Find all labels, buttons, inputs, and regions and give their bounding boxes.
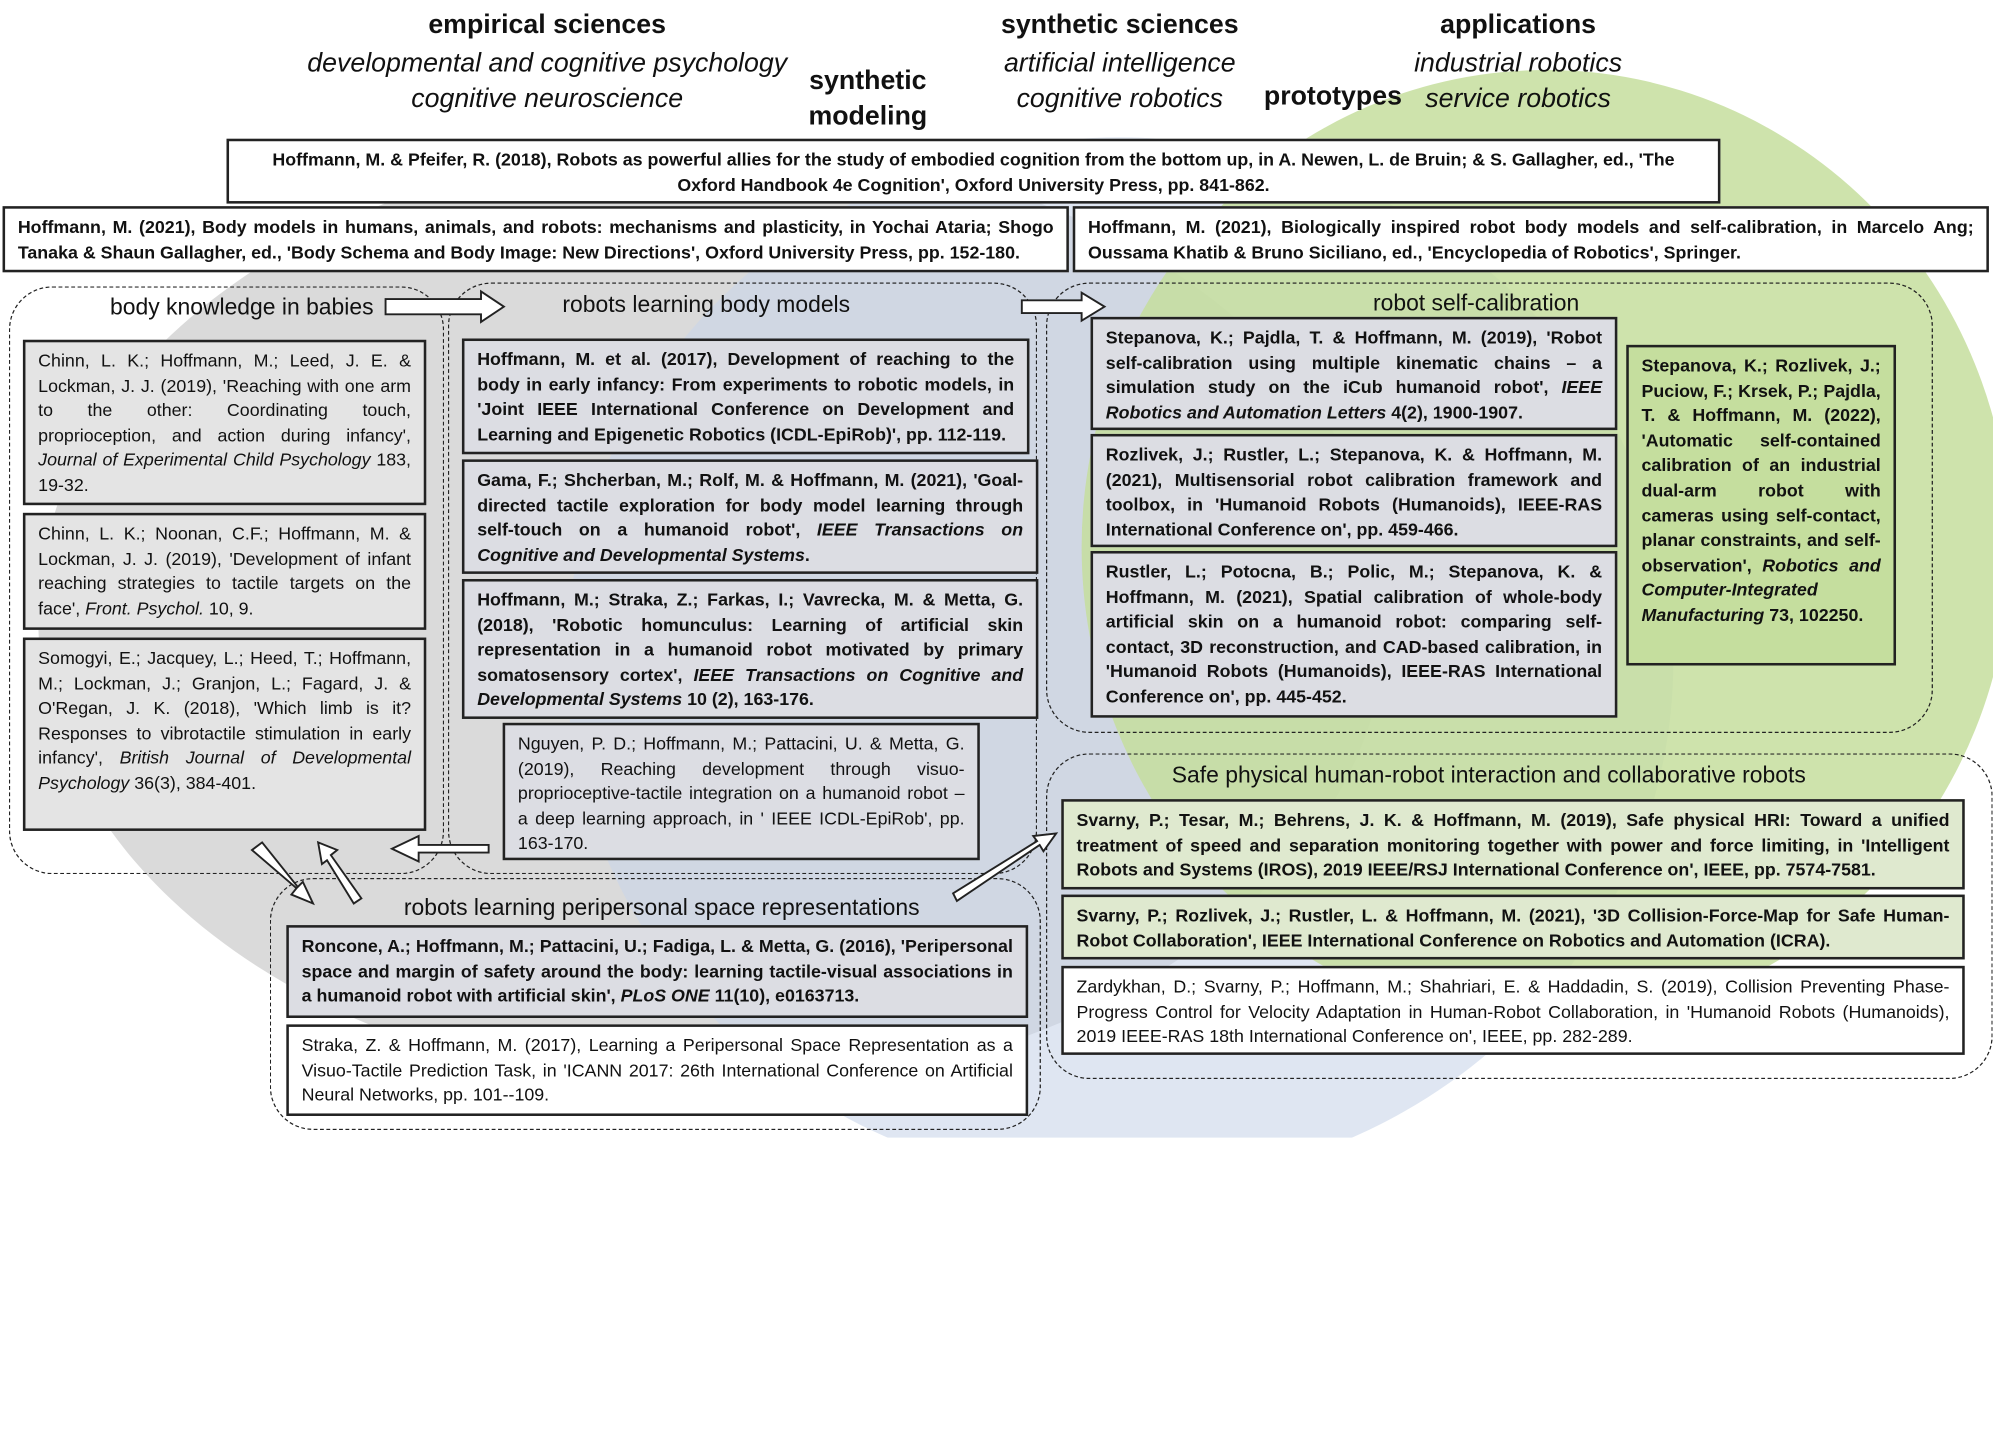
ref-chinn-2019a-text: Chinn, L. K.; Hoffmann, M.; Leed, J. E. … — [38, 349, 412, 446]
ref-roncone-2016: Roncone, A.; Hoffmann, M.; Pattacini, U.… — [286, 925, 1029, 1018]
ref-chinn-2019b-text: Chinn, L. K.; Noonan, C.F.; Hoffmann, M.… — [38, 522, 412, 619]
ref-svarny-2019: Svarny, P.; Tesar, M.; Behrens, J. K. & … — [1061, 799, 1965, 890]
ref-stepanova-2022-text: Stepanova, K.; Rozlivek, J.; Puciow, F.;… — [1641, 355, 1881, 575]
ref-chinn-2019a: Chinn, L. K.; Hoffmann, M.; Leed, J. E. … — [22, 339, 427, 506]
ref-roncone-2016-tail: 11(10), e0163713. — [709, 985, 860, 1006]
applications-title: applications — [1440, 10, 1597, 40]
ref-straka-2017-text: Straka, Z. & Hoffmann, M. (2017), Learni… — [301, 1034, 1013, 1105]
ref-stepanova-2022-tail: 73, 102250. — [1764, 604, 1864, 625]
group-safe-hri — [1045, 753, 1993, 1080]
ref-svarny-2021: Svarny, P.; Rozlivek, J.; Rustler, L. & … — [1061, 894, 1965, 960]
ref-rustler-2021-text: Rustler, L.; Potocna, B.; Polic, M.; Ste… — [1105, 561, 1603, 707]
group-robots-body — [447, 282, 1038, 875]
ref-zardykhan-2019-text: Zardykhan, D.; Svarny, P.; Hoffmann, M.;… — [1076, 976, 1950, 1047]
ref-pfeifer-2018: Hoffmann, M. & Pfeifer, R. (2018), Robot… — [226, 138, 1721, 204]
ref-svarny-2019-text: Svarny, P.; Tesar, M.; Behrens, J. K. & … — [1076, 809, 1950, 880]
ref-somogyi-2018-text: Somogyi, E.; Jacquey, L.; Heed, T.; Hoff… — [38, 647, 412, 768]
ref-gama-2021-journal: IEEE Transactions on Cognitive and Devel… — [477, 519, 1024, 565]
ref-gama-2021: Gama, F.; Shcherban, M.; Rolf, M. & Hoff… — [461, 459, 1039, 574]
ref-rozlivek-2021: Rozlivek, J.; Rustler, L.; Stepanova, K.… — [1090, 433, 1618, 548]
ref-svarny-2021-text: Svarny, P.; Rozlivek, J.; Rustler, L. & … — [1076, 904, 1950, 951]
empirical-sciences-line2: cognitive neuroscience — [411, 83, 684, 114]
ref-stepanova-2019-tail: 4(2), 1900-1907. — [1386, 401, 1523, 423]
ref-homunculus-2018-journal: IEEE Transactions on Cognitive and Devel… — [477, 663, 1024, 710]
ref-somogyi-2018-tail: 36(3), 384-401. — [129, 772, 257, 793]
ref-chinn-2019a-tail: 183, 19-32. — [38, 449, 412, 495]
ref-homunculus-2018-text: Hoffmann, M.; Straka, Z.; Farkas, I.; Va… — [477, 589, 1024, 685]
group-babies-title: body knowledge in babies — [109, 293, 374, 320]
synthetic-sciences-title: synthetic sciences — [1000, 10, 1239, 40]
ref-chinn-2019a-journal: Journal of Experimental Child Psychology — [38, 449, 371, 471]
ref-homunculus-2018: Hoffmann, M.; Straka, Z.; Farkas, I.; Va… — [461, 578, 1039, 719]
ref-hoffmann-2017-text: Hoffmann, M. et al. (2017), Development … — [477, 348, 1015, 444]
ref-chinn-2019b-journal: Front. Psychol. — [85, 597, 204, 619]
applications-line1: industrial robotics — [1414, 48, 1623, 78]
empirical-sciences-title: empirical sciences — [428, 10, 667, 40]
ref-chinn-2019b-tail: 10, 9. — [203, 597, 254, 619]
synthetic-modeling-line2: modeling — [808, 101, 928, 132]
group-peripersonal-title: robots learning peripersonal space repre… — [403, 894, 920, 921]
ref-hoffmann-2017: Hoffmann, M. et al. (2017), Development … — [461, 338, 1030, 455]
ref-stepanova-2019: Stepanova, K.; Pajdla, T. & Hoffmann, M.… — [1090, 316, 1618, 431]
prototypes-title: prototypes — [1263, 81, 1402, 111]
group-babies — [8, 286, 445, 875]
ref-somogyi-2018: Somogyi, E.; Jacquey, L.; Heed, T.; Hoff… — [22, 637, 427, 831]
ref-stepanova-2019-text: Stepanova, K.; Pajdla, T. & Hoffmann, M.… — [1105, 327, 1603, 398]
synthetic-modeling-line1: synthetic — [809, 66, 927, 96]
ref-body-models-2021: Hoffmann, M. (2021), Body models in huma… — [2, 206, 1069, 273]
green-ellipse — [1081, 70, 1993, 1025]
group-robots-body-title: robots learning body models — [562, 291, 851, 317]
ref-roncone-2016-text: Roncone, A.; Hoffmann, M.; Pattacini, U.… — [301, 935, 1013, 1006]
group-peripersonal — [269, 878, 1041, 1130]
ref-gama-2021-text: Gama, F.; Shcherban, M.; Rolf, M. & Hoff… — [477, 469, 1024, 540]
ref-stepanova-2019-journal: IEEE Robotics and Automation Letters — [1105, 376, 1603, 423]
ref-roncone-2016-journal: PLoS ONE — [620, 985, 710, 1006]
ref-zardykhan-2019: Zardykhan, D.; Svarny, P.; Hoffmann, M.;… — [1061, 965, 1965, 1055]
ref-bio-inspired-2021: Hoffmann, M. (2021), Biologically inspir… — [1072, 206, 1989, 273]
ref-stepanova-2022: Stepanova, K.; Rozlivek, J.; Puciow, F.;… — [1626, 344, 1897, 666]
ref-nguyen-2019-text: Nguyen, P. D.; Hoffmann, M.; Pattacini, … — [517, 732, 965, 854]
ref-homunculus-2018-tail: 10 (2), 163-176. — [682, 688, 814, 710]
ref-stepanova-2022-journal: Robotics and Computer-Integrated Manufac… — [1641, 554, 1881, 625]
synthetic-sciences-line2: cognitive robotics — [1016, 83, 1224, 114]
group-self-calibration — [1045, 282, 1933, 733]
ref-nguyen-2019: Nguyen, P. D.; Hoffmann, M.; Pattacini, … — [502, 722, 980, 861]
ref-gama-2021-tail: . — [804, 544, 810, 565]
ref-somogyi-2018-journal: British Journal of Developmental Psychol… — [38, 747, 412, 793]
empirical-sciences-line1: developmental and cognitive psychology — [307, 48, 788, 78]
group-safe-hri-title: Safe physical human-robot interaction an… — [1171, 762, 1806, 788]
group-self-calibration-title: robot self-calibration — [1372, 290, 1580, 316]
ref-straka-2017: Straka, Z. & Hoffmann, M. (2017), Learni… — [286, 1024, 1029, 1116]
synthetic-sciences-line1: artificial intelligence — [1003, 48, 1236, 78]
ref-rozlivek-2021-text: Rozlivek, J.; Rustler, L.; Stepanova, K.… — [1105, 444, 1603, 540]
ref-chinn-2019b: Chinn, L. K.; Noonan, C.F.; Hoffmann, M.… — [22, 512, 427, 630]
synthetic-modeling-title: synthetic modeling — [779, 64, 957, 135]
ref-rustler-2021: Rustler, L.; Potocna, B.; Polic, M.; Ste… — [1090, 550, 1618, 718]
applications-line2: service robotics — [1425, 83, 1611, 114]
